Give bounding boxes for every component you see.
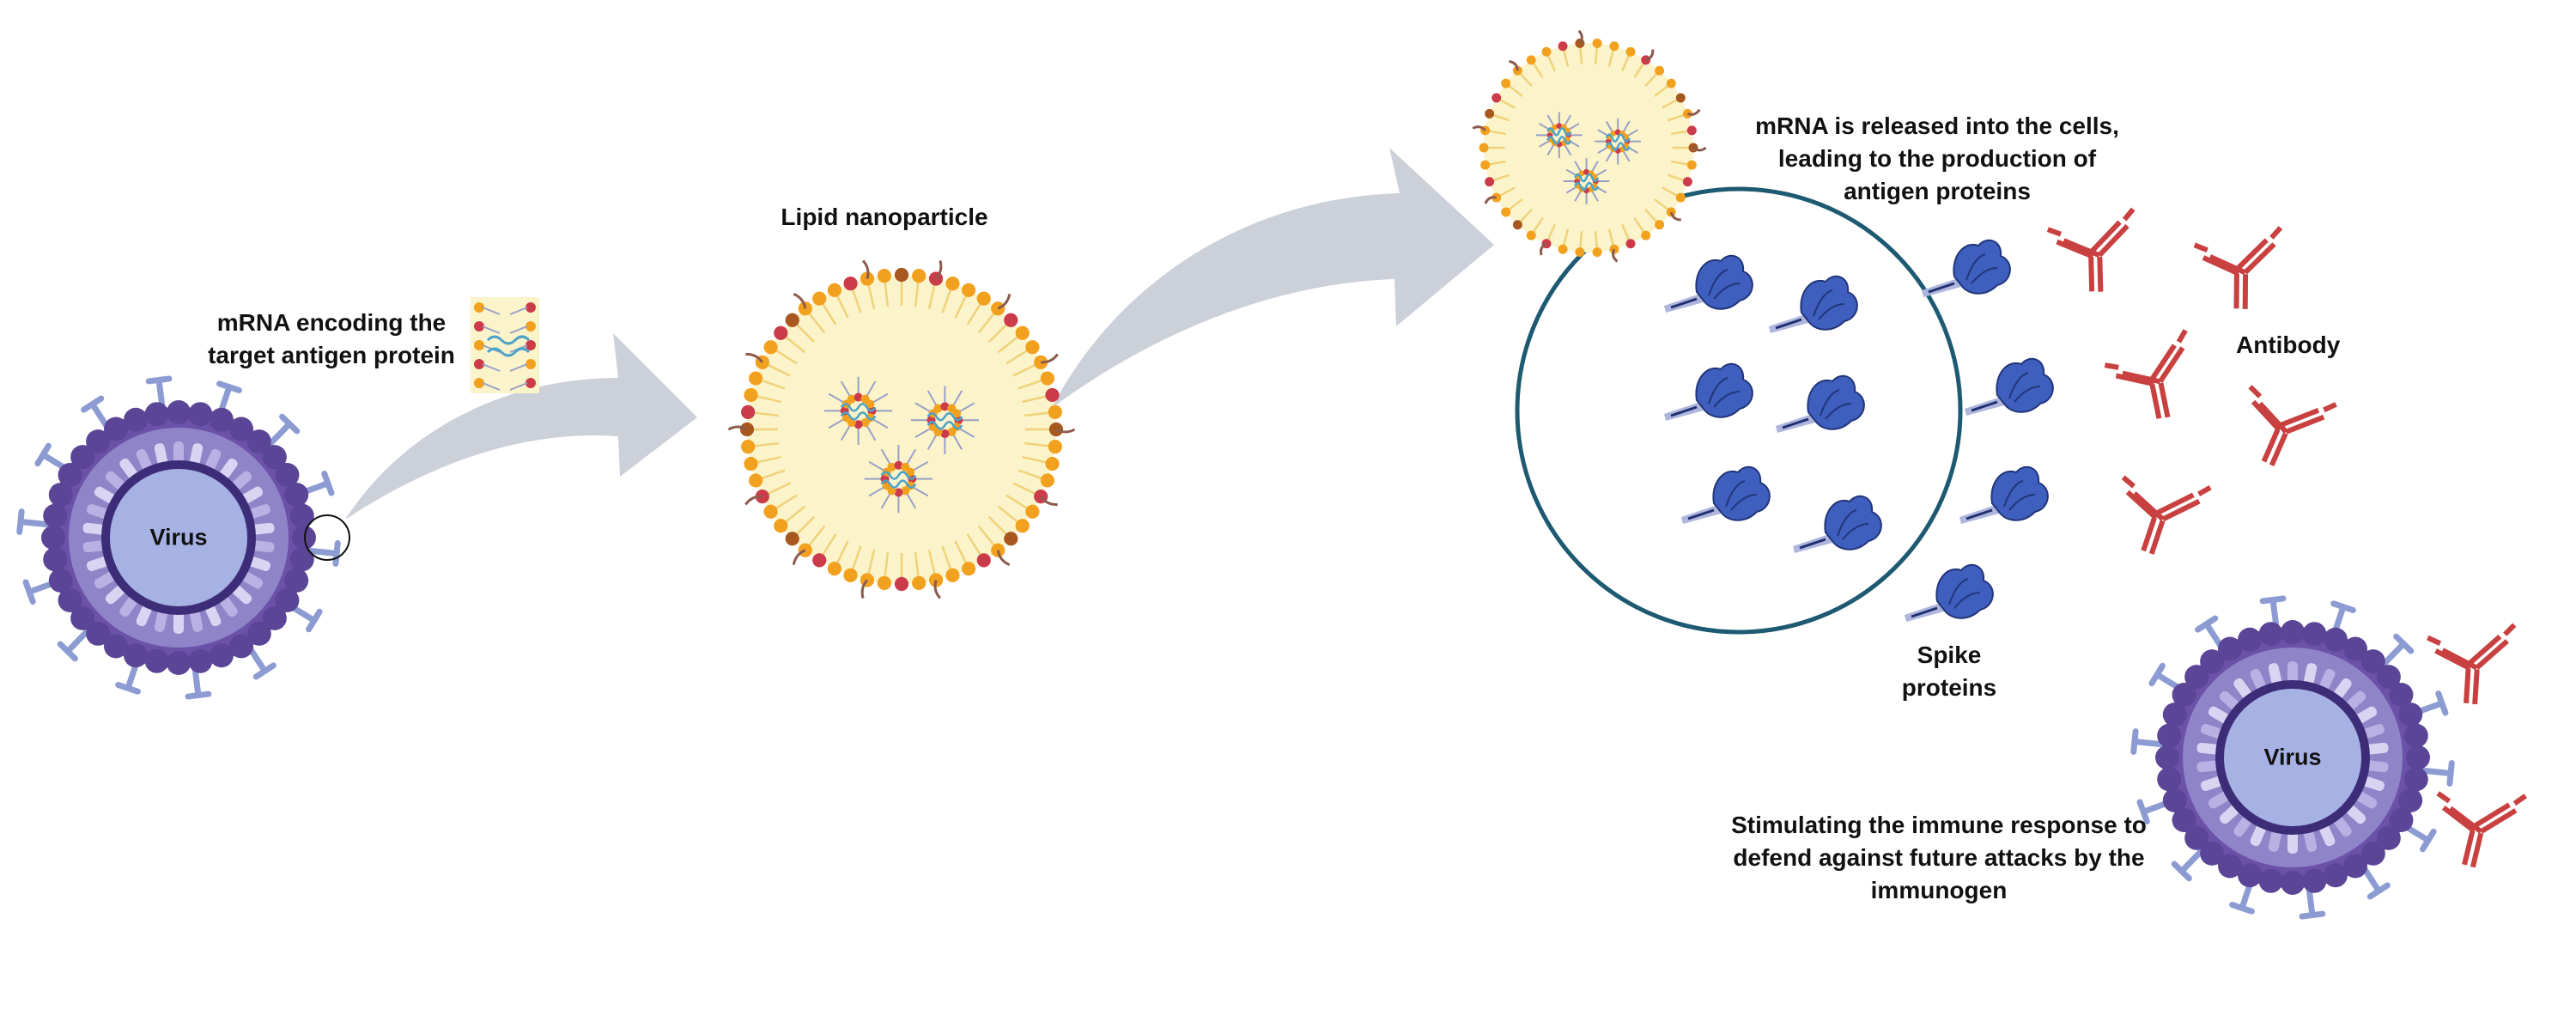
spike-callout-circle xyxy=(304,514,350,561)
virus-spike xyxy=(266,422,292,448)
spike-protein-icon xyxy=(1963,357,2055,417)
spike-protein-icon xyxy=(1662,362,1754,423)
mrna-released-line-1: mRNA is released into the cells, xyxy=(1755,113,2119,139)
mrna-released-line-2: leading to the production of xyxy=(1777,145,2097,172)
spike-protein-icon xyxy=(1774,374,1866,435)
antibody-label: Antibody xyxy=(2236,331,2341,358)
immune-response-label: Stimulating the immune response to defen… xyxy=(1731,809,2147,907)
immune-response-line-2: defend against future attacks by the xyxy=(1733,844,2145,871)
virus-spike xyxy=(306,547,337,557)
arrow-lnp-to-cell xyxy=(1052,148,1494,408)
virus-spike xyxy=(2380,642,2406,668)
spike-protein-icon xyxy=(1767,275,1859,335)
lipid-nanoparticle-label: Lipid nanoparticle xyxy=(781,204,988,230)
mrna-encoding-line-2: target antigen protein xyxy=(208,342,455,368)
spike-protein-icon xyxy=(1680,465,1771,526)
immune-response-line-1: Stimulating the immune response to xyxy=(1731,812,2147,838)
antibody-icon xyxy=(2111,472,2210,562)
antibody-icon xyxy=(2194,228,2291,314)
lipid-nanoparticle-small-icon xyxy=(1472,29,1707,263)
spike-protein-icon xyxy=(1791,495,1883,555)
antibody-icon xyxy=(2232,381,2336,477)
antibody-icon xyxy=(2432,788,2525,872)
mrna-released-line-3: antigen proteins xyxy=(1844,178,2031,204)
mrna-encoding-line-1: mRNA encoding the xyxy=(216,309,447,336)
virus-left-label: Virus xyxy=(149,524,208,550)
spike-proteins-label: Spike proteins xyxy=(1902,639,1996,704)
spike-protein-icon xyxy=(1958,465,2050,526)
spike-proteins-line-1: Spike xyxy=(1917,642,1982,668)
spike-protein-icon xyxy=(1662,254,1754,314)
virus-spike xyxy=(65,627,91,654)
virus-spike xyxy=(2134,739,2166,748)
mrna-released-label: mRNA is released into the cells, leading… xyxy=(1755,110,2119,208)
spike-protein-icon xyxy=(1903,563,1995,623)
immune-response-line-3: immunogen xyxy=(1870,877,2008,903)
spike-protein-icon xyxy=(1920,239,2012,299)
mrna-inset-icon xyxy=(471,297,539,393)
virus-right-label: Virus xyxy=(2263,744,2322,770)
antibody-icon xyxy=(2103,331,2211,432)
virus-spike xyxy=(2420,767,2451,776)
antibody-icon xyxy=(2047,210,2147,299)
virus-spike xyxy=(20,519,52,528)
cell-membrane xyxy=(1515,186,1963,635)
arrow-virus-to-lnp xyxy=(345,333,697,520)
lipid-nanoparticle-icon xyxy=(727,259,1076,599)
virus-left-icon xyxy=(16,375,341,700)
mrna-encoding-label: mRNA encoding the target antigen protein xyxy=(208,307,455,372)
spike-proteins-line-2: proteins xyxy=(1901,674,1997,701)
virus-right-icon xyxy=(2130,595,2455,920)
virus-spike xyxy=(2179,847,2205,873)
